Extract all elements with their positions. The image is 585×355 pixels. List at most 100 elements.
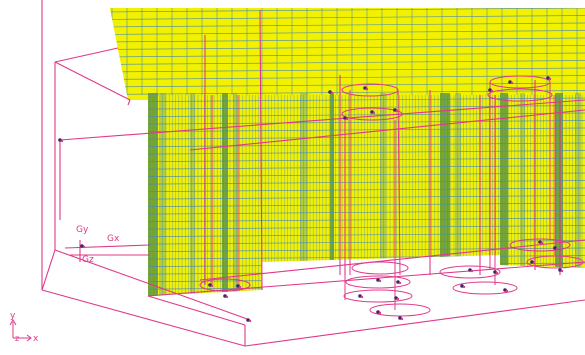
mesh-h-line	[110, 187, 585, 193]
mesh-h-line	[110, 210, 585, 215]
wire-edge	[147, 295, 246, 326]
gravity-label-gy: Gy	[76, 225, 89, 235]
constraint-marker	[248, 319, 252, 323]
gravity-label-gz: Gz	[82, 255, 94, 265]
pile-ring	[369, 303, 431, 317]
constraint-marker	[372, 111, 376, 115]
mesh-h-line	[110, 97, 585, 103]
mesh-band	[440, 92, 450, 296]
constraint-marker	[470, 269, 474, 273]
mesh-band	[500, 92, 508, 296]
pile-ring	[351, 261, 409, 275]
coordinate-triad-icon: y z x	[9, 311, 39, 344]
pile-ring	[343, 289, 413, 303]
constraint-marker	[540, 241, 544, 245]
constraint-marker	[560, 269, 564, 273]
constraint-marker	[378, 311, 382, 315]
constraint-marker	[225, 295, 229, 299]
mesh-band	[455, 92, 461, 296]
mesh-h-line	[110, 75, 585, 80]
pile-ring	[199, 278, 251, 292]
constraint-marker	[345, 117, 349, 121]
gravity-label-gx: Gx	[107, 234, 120, 244]
mesh-h-line	[110, 135, 585, 140]
boundary-wireframe	[41, 0, 585, 347]
wire-edge	[189, 109, 585, 151]
mesh-h-line	[110, 240, 585, 245]
mesh-h-line	[110, 22, 585, 28]
wire-edge	[127, 99, 131, 106]
mesh-band	[190, 92, 195, 296]
mesh-h-line	[110, 82, 585, 88]
mesh-h-line	[110, 120, 585, 125]
mesh-band	[330, 92, 334, 296]
constraint-marker	[60, 139, 64, 143]
mesh-h-line	[110, 172, 585, 178]
pile-ring	[439, 265, 501, 279]
constraint-marker	[365, 87, 369, 91]
mesh-h-line	[110, 217, 585, 223]
triad-x-label: x	[33, 334, 39, 344]
pile-ring	[509, 238, 571, 252]
constraint-marker	[555, 247, 559, 251]
constraint-marker	[490, 89, 494, 93]
wire-edge	[244, 299, 585, 347]
mesh-band	[575, 92, 581, 296]
mesh-h-line	[110, 30, 585, 35]
constraint-marker	[398, 281, 402, 285]
pile-ring	[526, 255, 584, 269]
mesh-h-line	[110, 67, 585, 73]
wire-edge	[41, 289, 246, 347]
pile-supports	[199, 75, 584, 317]
wire-edge	[54, 47, 119, 63]
constraint-marker	[495, 271, 499, 275]
constraint-marker	[238, 285, 242, 289]
structure-mesh	[110, 8, 585, 296]
mesh-h-line	[110, 195, 585, 200]
constraint-marker	[82, 245, 86, 249]
mesh-band	[233, 92, 237, 296]
mesh-nodes	[58, 76, 564, 323]
constraint-marker	[395, 109, 399, 113]
pile-ring	[487, 88, 553, 102]
mesh-h-line	[110, 180, 585, 185]
mesh-h-line	[110, 255, 585, 260]
mesh-h-line	[110, 37, 585, 43]
constraint-marker	[532, 261, 536, 265]
pile-ring	[341, 107, 403, 121]
mesh-band	[222, 92, 228, 296]
triad-z-label: z	[15, 334, 19, 343]
constraint-marker	[400, 317, 404, 321]
wire-edge	[259, 9, 263, 291]
mesh-h-line	[110, 232, 585, 238]
constraint-marker	[505, 289, 509, 293]
wire-edge	[54, 61, 131, 101]
mesh-band	[555, 92, 563, 296]
pile-ring	[452, 281, 518, 295]
constraint-marker	[462, 285, 466, 289]
gravity-vector-icon: Gy Gx Gz	[76, 225, 120, 265]
mesh-h-line	[110, 165, 585, 170]
mesh-top-band	[110, 8, 585, 93]
constraint-marker	[396, 297, 400, 301]
wire-edge	[59, 99, 585, 141]
mesh-h-line	[110, 157, 585, 163]
mesh-h-line	[110, 45, 585, 50]
mesh-h-line	[110, 52, 585, 58]
mesh-h-line	[110, 202, 585, 208]
mesh-h-line	[110, 150, 585, 155]
wire-edge	[64, 244, 151, 249]
constraint-marker	[510, 81, 514, 85]
wire-edge	[147, 261, 585, 297]
constraint-marker	[378, 279, 382, 283]
constraint-marker	[210, 284, 214, 288]
mesh-h-line	[110, 225, 585, 230]
mesh-band	[300, 92, 308, 296]
mesh-band	[520, 92, 525, 296]
pile-edge	[397, 89, 401, 276]
mesh-band	[380, 92, 386, 296]
wire-edge	[41, 249, 56, 291]
triad-y-label: y	[10, 311, 16, 321]
